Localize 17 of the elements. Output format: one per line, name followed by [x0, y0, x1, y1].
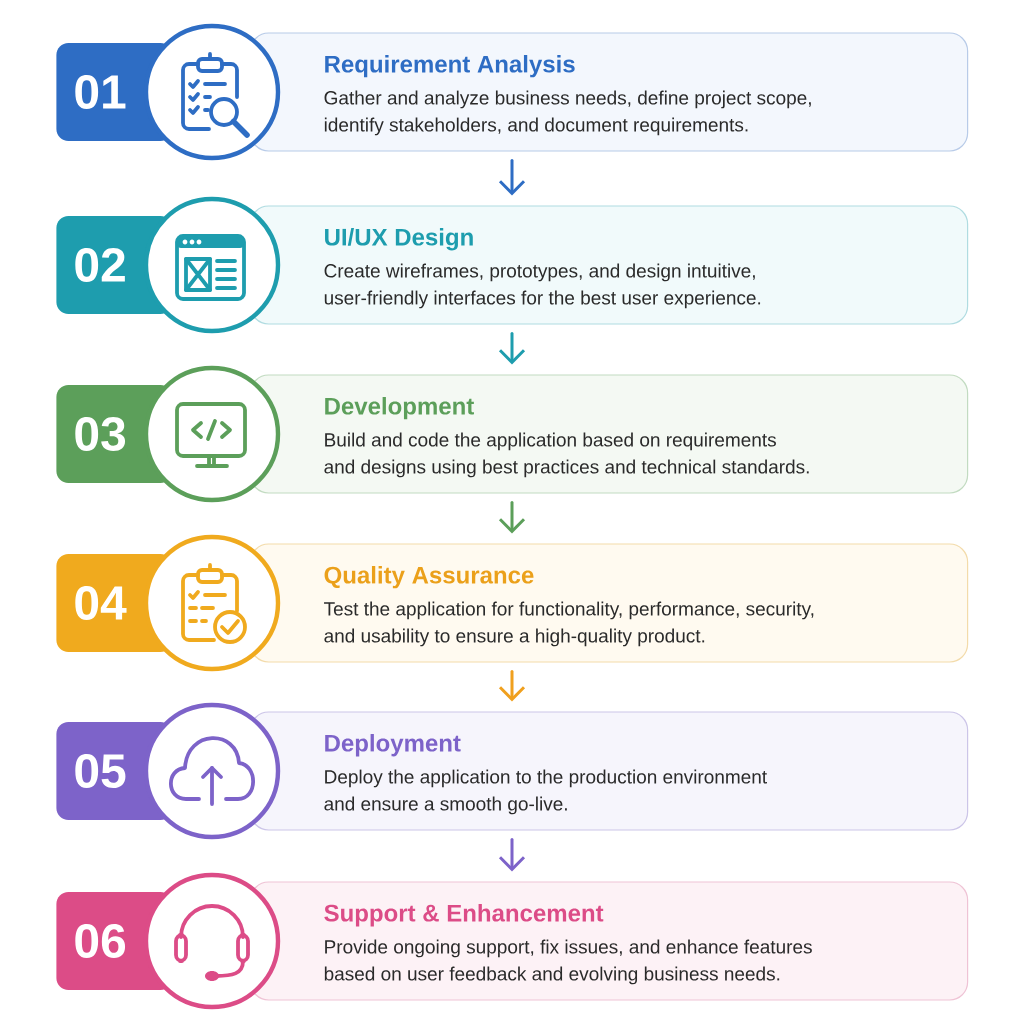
step-description: Gather and analyze business needs, define project scope, identify stakeholders, and document requirements.: [324, 90, 811, 136]
step-description: Provide ongoing support, fix issues, and enhance features based on user feedback and evolving business needs.: [324, 939, 812, 985]
step-description: Build and code the application based on requirements and designs using best practices and technical standards.: [324, 432, 809, 478]
arrow: [498, 838, 526, 872]
step-title: Development: [325, 397, 474, 420]
step-description: Test the application for functionality, performance, security, and usability to ensure a high-quality product.: [324, 601, 814, 647]
arrow: [498, 670, 526, 702]
step-description: Create wireframes, prototypes, and design intuitive, user-friendly interfaces for the best user experience.: [324, 263, 761, 309]
step-title: Deployment: [325, 734, 461, 757]
step-title: Support & Enhancement: [324, 904, 604, 927]
step-title: UI/UX Design: [325, 228, 473, 251]
step-title: Requirement Analysis: [325, 55, 575, 78]
arrow: [498, 332, 526, 365]
step-description: Deploy the application to the production environment and ensure a smooth go-live.: [324, 769, 767, 815]
arrow: [498, 159, 526, 196]
step-title: Quality Assurance: [324, 566, 534, 589]
arrow: [498, 501, 526, 534]
